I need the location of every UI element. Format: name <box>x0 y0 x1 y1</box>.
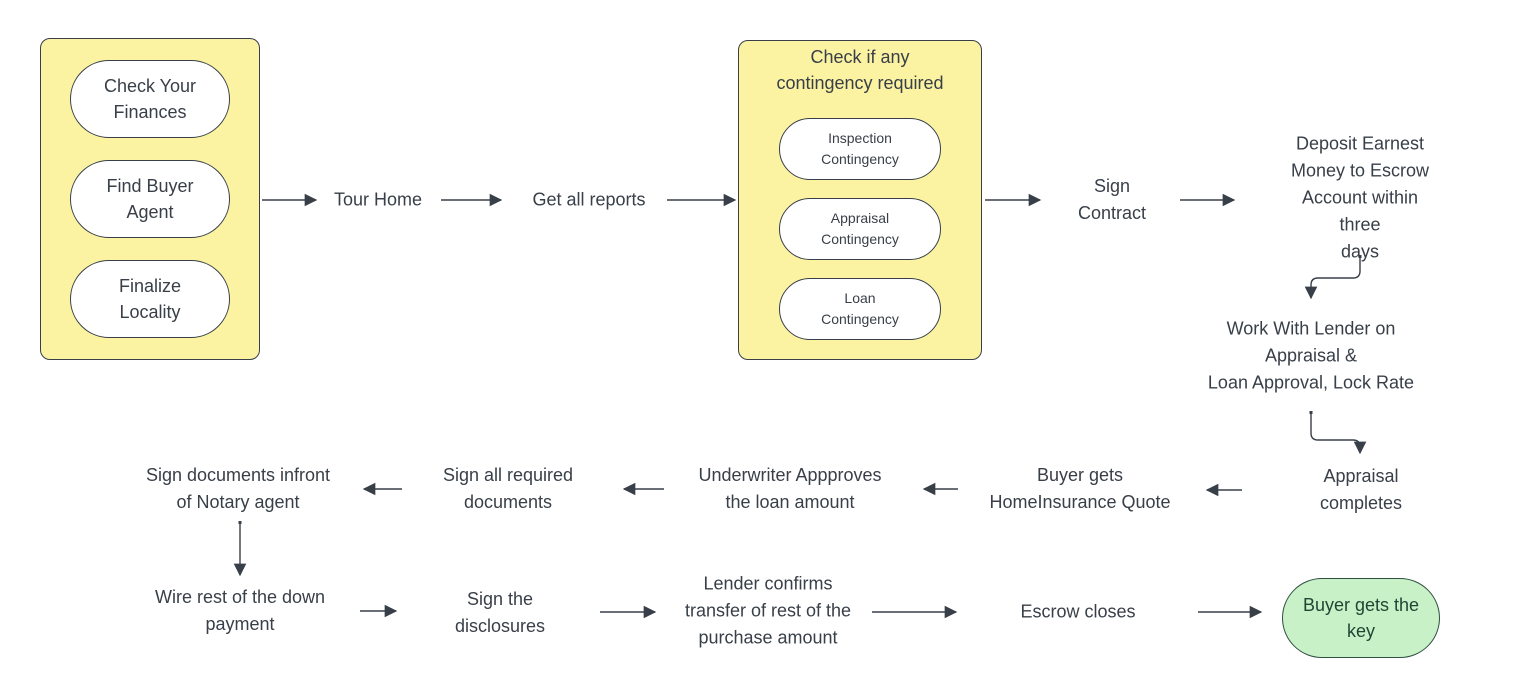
node-sign-disclosures: Sign the disclosures <box>454 589 546 636</box>
node-escrow-closes: Escrow closes <box>1020 601 1136 622</box>
node-find-buyer-agent: Find Buyer Agent <box>70 160 230 238</box>
node-deposit-earnest-money: Deposit Earnest Money to Escrow Account … <box>1290 133 1430 262</box>
node-tour-home: Tour Home <box>333 189 423 210</box>
arrow-notary-to-wire-payment <box>233 521 247 577</box>
node-work-with-lender: Work With Lender on Appraisal & Loan App… <box>1207 318 1415 393</box>
elbow-work-with-lender-to-appraisal <box>1309 411 1367 455</box>
node-appraisal-completes: Appraisal completes <box>1319 466 1403 513</box>
node-loan-contingency: Loan Contingency <box>779 278 941 340</box>
node-underwriter-approves: Underwriter Appproves the loan amount <box>698 465 882 512</box>
node-get-all-reports: Get all reports <box>532 189 646 210</box>
node-sign-documents-notary: Sign documents infront of Notary agent <box>145 465 331 512</box>
node-appraisal-contingency: Appraisal Contingency <box>779 198 941 260</box>
node-buyer-gets-key: Buyer gets the key <box>1282 578 1440 658</box>
node-lender-confirms-transfer: Lender confirms transfer of rest of the … <box>684 573 852 648</box>
node-sign-contract: Sign Contract <box>1077 176 1147 223</box>
node-wire-down-payment: Wire rest of the down payment <box>154 587 326 634</box>
contingency-group-title: Check if any contingency required <box>776 47 944 93</box>
node-inspection-contingency: Inspection Contingency <box>779 118 941 180</box>
node-check-your-finances: Check Your Finances <box>70 60 230 138</box>
node-finalize-locality: Finalize Locality <box>70 260 230 338</box>
node-home-insurance-quote: Buyer gets HomeInsurance Quote <box>989 465 1171 512</box>
node-sign-all-required-documents: Sign all required documents <box>442 465 574 512</box>
elbow-deposit-to-work-with-lender <box>1304 255 1362 300</box>
